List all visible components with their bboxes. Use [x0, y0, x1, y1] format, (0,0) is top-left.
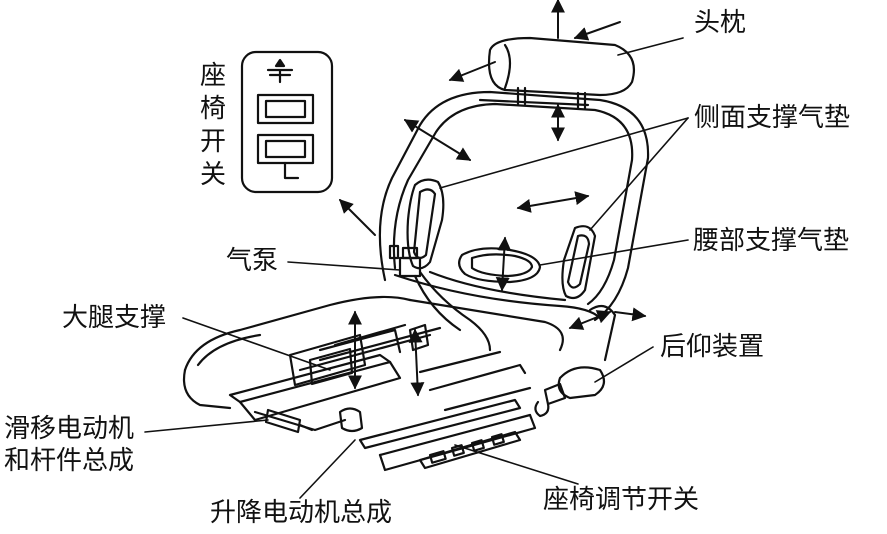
label-seat-switch: 座 椅 开 关: [198, 60, 228, 192]
label-seat-switch-char: 开: [199, 127, 226, 157]
label-slide-motor-line1: 滑移电动机: [4, 414, 135, 444]
label-slide-motor-line2: 和杆件总成: [4, 446, 135, 476]
seatback-shape: [378, 90, 650, 322]
label-air-pump: 气泵: [226, 246, 279, 276]
label-adjust-switch: 座椅调节开关: [543, 485, 700, 515]
air-pump-shape: [388, 244, 492, 352]
label-headrest: 头枕: [694, 8, 747, 38]
label-seat-switch-char: 椅: [199, 94, 226, 124]
label-thigh-support: 大腿支撑: [62, 303, 167, 333]
leader-lines: [144, 37, 689, 499]
seat-cushion-shape: [182, 295, 564, 410]
label-lift-motor: 升降电动机总成: [210, 498, 393, 528]
label-lumbar-support: 腰部支撑气垫: [693, 226, 850, 256]
headrest-shape: [487, 36, 636, 110]
adjust-arrows: [339, 0, 647, 397]
seat-switch-icon: [240, 50, 334, 194]
label-seat-switch-char: 关: [199, 160, 226, 190]
label-recliner: 后仰装置: [660, 332, 765, 362]
seat-frame-shape: [228, 323, 537, 472]
label-side-support: 侧面支撑气垫: [694, 103, 851, 133]
label-seat-switch-char: 座: [199, 61, 226, 91]
recliner-shape: [534, 304, 617, 418]
